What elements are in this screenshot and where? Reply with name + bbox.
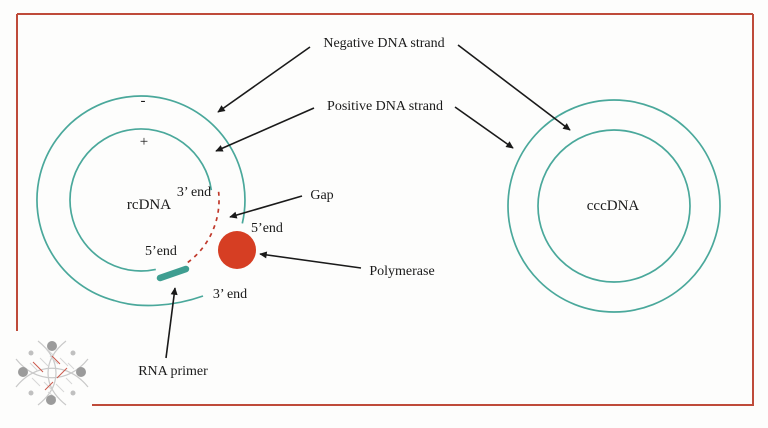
- rcdna-label: rcDNA: [126, 197, 172, 213]
- polymerase-label: Polymerase: [369, 264, 435, 279]
- five-prime-end-polymerase-label: 5’end: [251, 221, 283, 236]
- three-prime-end-bottom-label: 3’ end: [212, 287, 248, 302]
- positive-strand-arc: [69, 128, 213, 272]
- rna-primer-label: RNA primer: [138, 364, 208, 379]
- arrow-negative-to-rcdna: [217, 46, 311, 113]
- dna-logo: [15, 340, 89, 406]
- negative-strand-label: Negative DNA strand: [323, 36, 445, 51]
- rna-primer-segment: [156, 265, 190, 282]
- cccdna-outer-circle: [507, 99, 721, 313]
- plus-sign-label: +: [139, 134, 149, 150]
- positive-strand-label: Positive DNA strand: [327, 99, 443, 114]
- arrow-negative-to-cccdna: [457, 44, 571, 131]
- negative-strand-arc: [36, 95, 246, 307]
- cccdna-inner-circle: [537, 129, 691, 283]
- minus-sign-label: -: [140, 93, 146, 109]
- arrow-positive-to-cccdna: [454, 106, 514, 149]
- arrow-gap: [229, 195, 303, 219]
- gap-label: Gap: [310, 188, 334, 203]
- arrow-positive-to-rcdna: [215, 107, 315, 152]
- cccdna-label: cccDNA: [586, 198, 640, 214]
- frame-border: [16, 13, 754, 406]
- arrow-polymerase: [259, 251, 362, 269]
- three-prime-end-top-label: 3’ end: [176, 185, 212, 200]
- five-prime-end-inner-label: 5’end: [145, 244, 177, 259]
- arrow-rna-primer: [165, 287, 178, 359]
- gap-dashed-arc: [184, 191, 220, 266]
- polymerase-ball: [218, 231, 256, 269]
